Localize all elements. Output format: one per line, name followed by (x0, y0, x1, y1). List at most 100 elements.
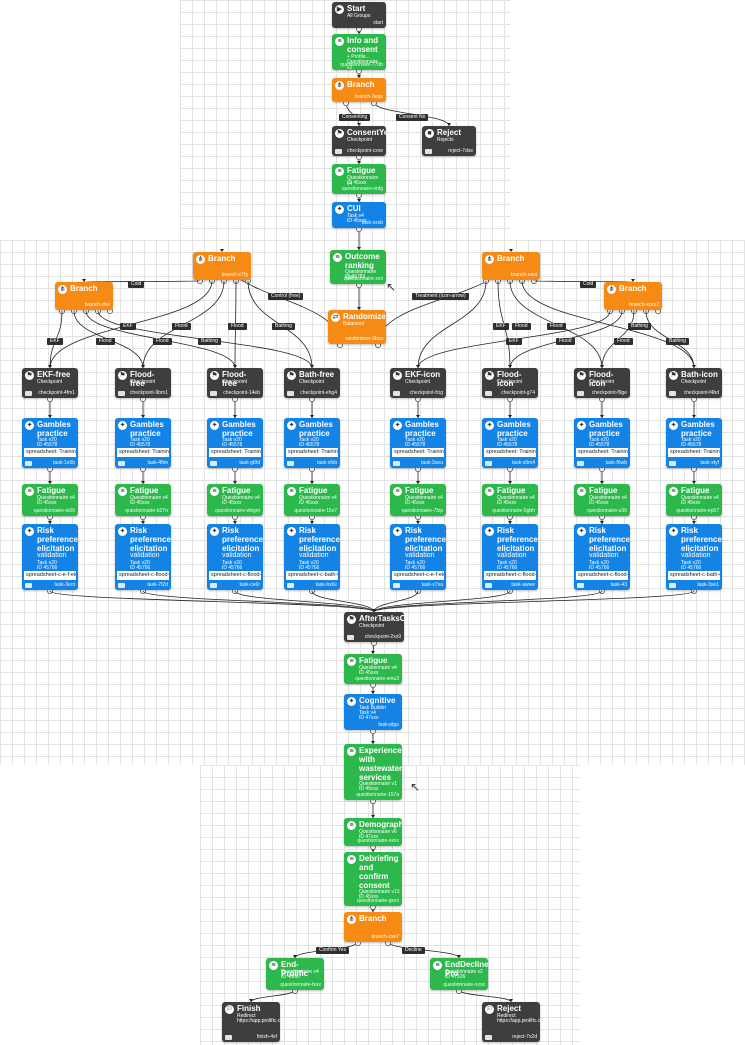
gear-icon (25, 583, 32, 588)
edge-arrow (416, 521, 420, 524)
spreadsheet-bar: spreadsheet: Training-icons (484, 448, 536, 457)
edge-arrow (416, 365, 420, 368)
edge-arrow (357, 161, 361, 164)
flag-finish-icon: ⚐ (485, 1005, 494, 1014)
edge-arrow (508, 521, 512, 524)
reject-top-node[interactable]: ■ Reject Rejects reject-7dxe (422, 126, 476, 156)
gear-icon (393, 461, 400, 466)
gear-icon (335, 149, 342, 154)
consent-yes-node[interactable]: ⚑ ConsentYes Checkpoint checkpoint-cxxe (332, 126, 386, 156)
gear-icon (669, 461, 676, 466)
end-prolific-node[interactable]: ≡ End-Prolific Questionnaire v4 ID 46667… (266, 958, 324, 990)
reject-bottom-node[interactable]: ⚐ Reject Redirect https://app.prolific.c… (482, 1002, 540, 1042)
finish-node[interactable]: ⚐ Finish Redirect https://app.prolific.c… (222, 1002, 280, 1042)
right-inner-branch-node[interactable]: ⋔ Branch branch-xxxx2 (604, 282, 662, 310)
list-icon: ≡ (347, 747, 356, 756)
spreadsheet-bar: spreadsheet-c-bath-free-20 (286, 571, 338, 580)
list-icon: ≡ (347, 855, 356, 864)
puzzle-icon: ✦ (485, 421, 494, 430)
edge-arrow (508, 481, 512, 484)
end-decline-node[interactable]: ≡ EndDecline-Pro Questionnaire v2 ID 471… (430, 958, 488, 990)
list-icon: ≡ (669, 487, 678, 496)
edge-arrow (357, 307, 361, 310)
list-icon: ≡ (485, 487, 494, 496)
after-tasks-check-node[interactable]: ⚑ AfterTasksCheck Checkpoint checkpoint-… (344, 612, 404, 642)
outcome-ranking-node[interactable]: ≡ Outcome ranking Questionnaire v16 ID 4… (330, 250, 386, 284)
spreadsheet-bar: spreadsheet-c-e-f-ekf-20 (392, 571, 444, 580)
gear-icon (669, 583, 676, 588)
list-icon: ≡ (210, 487, 219, 496)
branch-debrief-node[interactable]: ⋔ Branch branch-zxe7 (344, 912, 402, 942)
cui-task-node[interactable]: ✦ CUI Task v4 ID 45xxx task-xxxb (332, 202, 386, 228)
edge-label-right-bathing-1: Bathing (628, 323, 651, 330)
edge-arrow (600, 365, 604, 368)
fatigue-top-node[interactable]: ≡ Fatigue Questionnaire v4 ID 45xxx ques… (332, 164, 386, 194)
edge-arrow (447, 123, 451, 126)
gear-icon (287, 391, 294, 396)
edge-arrow (48, 365, 52, 368)
edge-arrow (233, 481, 237, 484)
edge-arrow (371, 815, 375, 818)
start-node[interactable]: ▶ Start All Groups start (332, 2, 386, 28)
cognitive-task-node[interactable]: ✦ Cognitive Task Builder Task v4 ID 47xx… (344, 694, 402, 730)
randomizer-node[interactable]: ⇄ Randomizer Balanced randomizer-3bcu (328, 310, 386, 344)
gear-icon (225, 1035, 232, 1040)
list-icon: ≡ (269, 961, 278, 970)
spreadsheet-bar: spreadsheet-c-flood-free-20 (209, 571, 261, 580)
left-inner-branch-node[interactable]: ⋔ Branch branch-rfxe (55, 282, 113, 310)
gear-icon (485, 391, 492, 396)
edge-55 (373, 590, 603, 613)
gear-icon (118, 391, 125, 396)
consent-node[interactable]: ≡ Info and consent + Profile... Question… (332, 34, 386, 70)
right-outer-branch-node[interactable]: ⋔ Branch branch-eaxi (482, 252, 540, 280)
edge-arrow (508, 415, 512, 418)
experience-wastewater-node[interactable]: ≡ Experience with wastewater services Qu… (344, 744, 402, 800)
puzzle-icon: ✦ (393, 421, 402, 430)
puzzle-icon: ✦ (669, 527, 678, 536)
fatigue-bottom-node[interactable]: ≡ Fatigue Questionnaire v4 ID 45xxx ques… (344, 654, 402, 684)
list-icon: ≡ (333, 253, 342, 262)
branch-consent-node[interactable]: ⋔ Branch branch-3ege (332, 78, 386, 102)
flag-icon: ⚑ (577, 371, 586, 380)
gear-icon (210, 391, 217, 396)
list-icon: ≡ (118, 487, 127, 496)
left-outer-branch-node[interactable]: ⋔ Branch branch-x7fg (193, 252, 251, 280)
edge-label-consenting: Consenting (339, 114, 371, 121)
demographics-node[interactable]: ≡ Demographics Questionnaire v6 ID 47xxx… (344, 818, 402, 846)
debriefing-node[interactable]: ≡ Debriefing and confirm consent Questio… (344, 852, 402, 906)
gear-icon (577, 583, 584, 588)
puzzle-icon: ✦ (118, 421, 127, 430)
